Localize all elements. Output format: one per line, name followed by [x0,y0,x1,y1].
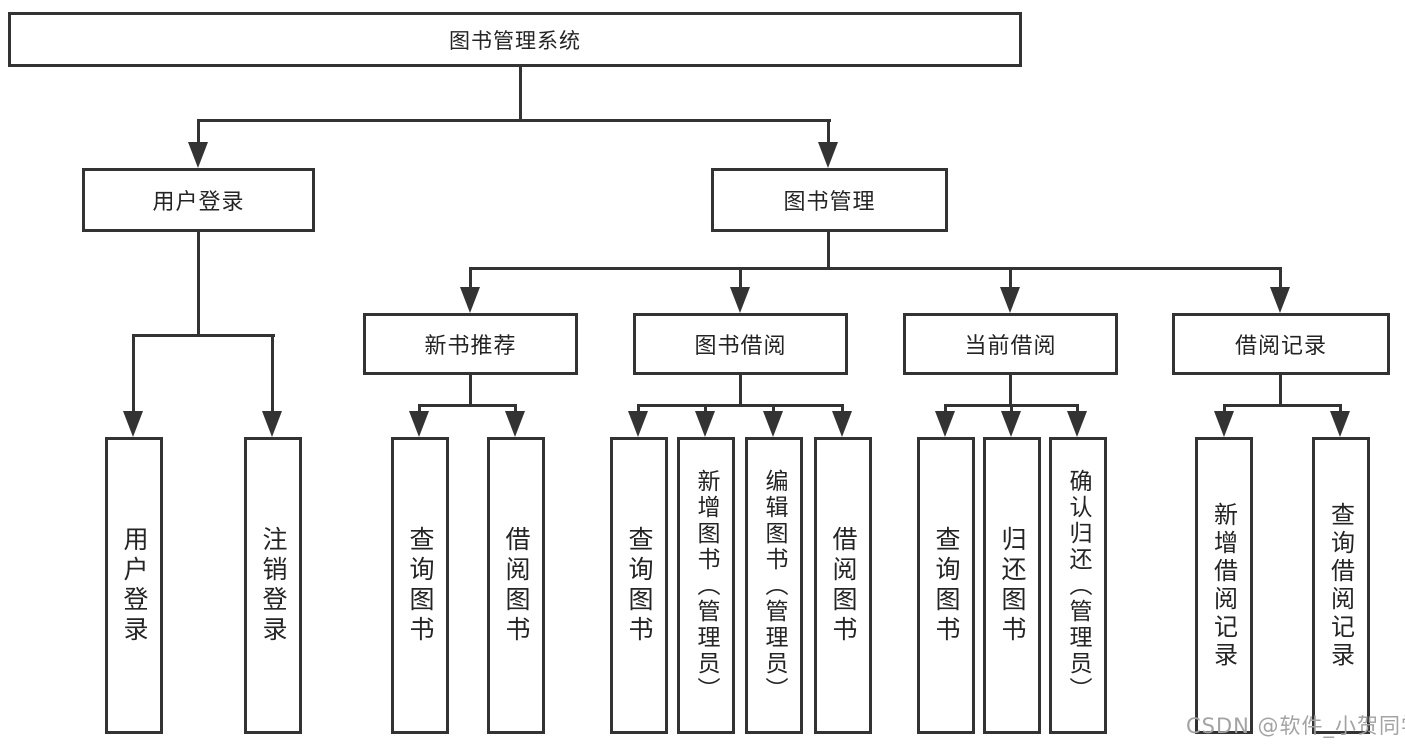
connector-line [197,119,831,122]
connector-line [704,404,707,415]
node-current-borrowing: 当前借阅 [903,313,1118,375]
connector-line [469,267,1282,270]
node-library-management-system: 图书管理系统 [8,12,1022,67]
leaf-logout: 注销登录 [244,437,302,734]
connector-line [944,404,947,415]
leaf-label: 新增借阅记录 [1209,501,1238,670]
csdn-watermark: CSDN @软件_小贺同学 [1186,714,1405,738]
leaf-label: 借阅图书 [829,525,858,646]
connector-line [637,404,843,407]
node-label: 图书管理系统 [449,28,581,53]
leaf-label: 编辑图书（管理员） [761,468,787,703]
leaf-label: 查询借阅记录 [1326,501,1355,670]
leaf-label: 查询图书 [625,525,654,646]
connector-line [418,404,517,407]
arrow-down-icon [123,411,143,437]
arrow-down-icon [695,411,715,437]
connector-line [1223,404,1342,407]
leaf-return-books: 归还图书 [983,437,1041,734]
connector-line [469,375,472,406]
arrow-down-icon [818,142,838,168]
leaf-label: 查询图书 [932,525,961,646]
leaf-add-books-admin: 新增图书（管理员） [677,437,735,734]
connector-line [827,119,830,147]
connector-line [1010,404,1013,415]
arrow-down-icon [1270,287,1290,313]
leaf-edit-books-admin: 编辑图书（管理员） [745,437,803,734]
arrow-down-icon [1067,411,1087,437]
arrow-down-icon [262,411,282,437]
node-label: 用户登录 [152,190,245,215]
node-book-borrowing: 图书借阅 [633,313,848,375]
leaf-label: 借阅图书 [502,525,531,646]
connector-line [739,267,742,291]
arrow-down-icon [1330,411,1350,437]
connector-line [132,334,135,413]
node-label: 图书借阅 [694,334,787,359]
node-label: 图书管理 [783,190,876,215]
arrow-down-icon [1214,411,1234,437]
connector-line [514,404,517,415]
leaf-label: 新增图书（管理员） [693,468,719,703]
connector-line [1279,267,1282,291]
connector-line [197,119,200,147]
leaf-label: 确认归还（管理员） [1065,468,1091,703]
leaf-label: 注销登录 [259,525,288,646]
leaf-label: 归还图书 [998,525,1027,646]
arrow-down-icon [1001,411,1021,437]
leaf-query-books-recommend: 查询图书 [391,437,449,734]
leaf-confirm-return-admin: 确认归还（管理员） [1049,437,1107,734]
connector-line [519,67,522,121]
connector-line [637,404,640,415]
arrow-down-icon [460,287,480,313]
connector-line [841,404,844,415]
arrow-down-icon [505,411,525,437]
arrow-down-icon [188,142,208,168]
arrow-down-icon [409,411,429,437]
node-label: 借阅记录 [1234,334,1327,359]
leaf-add-borrow-record: 新增借阅记录 [1195,437,1253,734]
node-new-book-recommend: 新书推荐 [363,313,578,375]
leaf-query-books-current: 查询图书 [917,437,975,734]
arrow-down-icon [832,411,852,437]
connector-line [1223,404,1226,415]
connector-line [739,375,742,406]
connector-line [827,232,830,269]
connector-line [772,404,775,415]
connector-line [133,334,275,337]
leaf-borrow-books-recommend: 借阅图书 [487,437,545,734]
node-borrow-records: 借阅记录 [1172,313,1390,375]
leaf-query-borrow-record: 查询借阅记录 [1312,437,1370,734]
leaf-query-books-borrowing: 查询图书 [610,437,668,734]
connector-line [197,232,200,336]
node-label: 当前借阅 [964,334,1057,359]
leaf-label: 用户登录 [120,525,149,646]
connector-line [469,267,472,291]
arrow-down-icon [763,411,783,437]
leaf-borrow-books: 借阅图书 [814,437,872,734]
connector-line [271,334,274,413]
arrow-down-icon [628,411,648,437]
connector-line [1009,375,1012,406]
connector-line [1339,404,1342,415]
leaf-label: 查询图书 [406,525,435,646]
arrow-down-icon [1000,287,1020,313]
connector-line [1076,404,1079,415]
node-label: 新书推荐 [424,334,517,359]
node-book-management: 图书管理 [711,168,948,232]
arrow-down-icon [935,411,955,437]
connector-line [418,404,421,415]
node-user-login: 用户登录 [82,168,315,232]
connector-line [1279,375,1282,406]
connector-line [1009,267,1012,291]
leaf-user-login: 用户登录 [105,437,163,734]
arrow-down-icon [730,287,750,313]
